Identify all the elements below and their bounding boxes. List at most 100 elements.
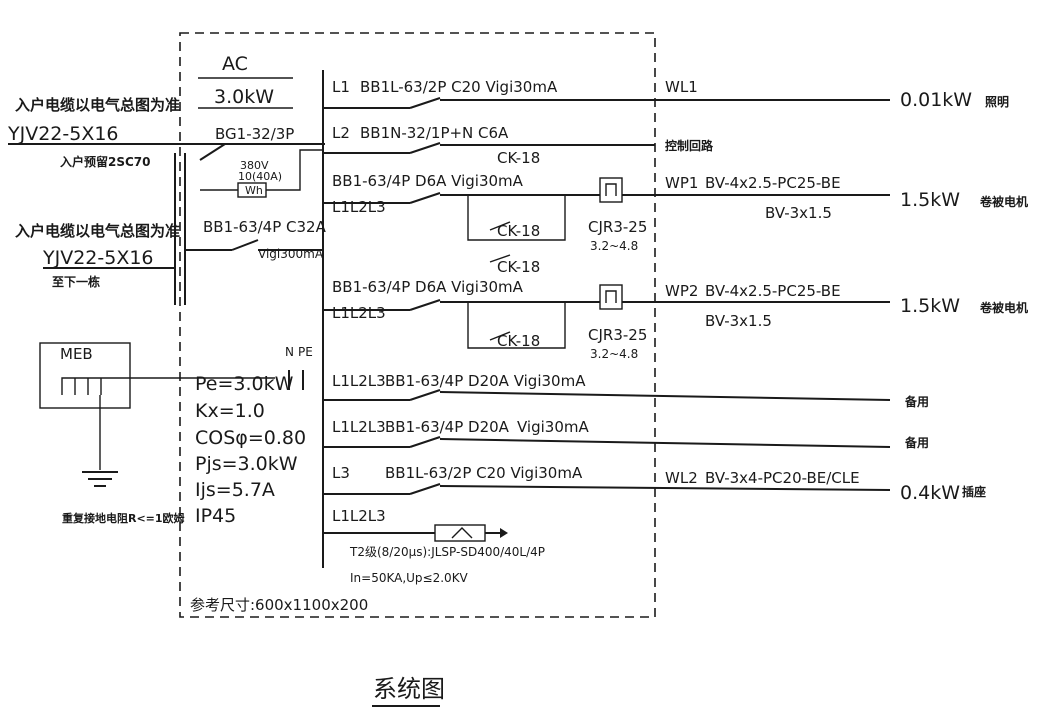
circuit-breaker: BB1L-63/2P C20 Vigi30mA (360, 78, 558, 96)
incoming-conduit: 入户预留2SC70 (60, 154, 151, 169)
spd-spec: T2级(8/20μs):JLSP-SD400/40L/4P (349, 545, 545, 559)
circuit-phase: L1L2L3 (332, 372, 386, 390)
circuit-use: 备用 (904, 435, 929, 450)
circuit-breaker: BB1-63/4P D20A Vigi30mA (385, 372, 586, 390)
circuit-use: 备用 (904, 394, 929, 409)
control-loop (467, 195, 566, 241)
circuit-rcd: Vigi30mA (517, 418, 589, 436)
circuit-spare-2: L1L2L3 BB1-63/4P D20A Vigi30mA 备用 (323, 418, 929, 450)
circuit-id: WP1 (665, 174, 698, 192)
contactor-blade-2 (489, 254, 511, 263)
incoming-note-2: 入户电缆以电气总图为准 (15, 222, 180, 240)
contactor-blade-1 (489, 221, 511, 231)
thermal-relay-element (605, 290, 617, 303)
rcd-breaker-label: BB1-63/4P C32A (203, 218, 327, 236)
main-breaker-label: BG1-32/3P (215, 125, 294, 143)
circuit-load: 0.01kW (900, 89, 972, 111)
circuit-contactor: CK-18 (497, 149, 540, 167)
circuit-blade (409, 142, 441, 154)
thermal-relay (599, 284, 623, 310)
param-ijs: Ijs=5.7A (195, 479, 275, 501)
circuit-load: 0.4kW (900, 482, 960, 504)
circuit-phase: L1L2L3 (332, 418, 386, 436)
circuit-blade (409, 299, 441, 311)
circuit-phase: L2 (332, 124, 350, 142)
spd-params: In=50KA,Up≤2.0KV (350, 571, 469, 585)
circuit-id: WL1 (665, 78, 698, 96)
circuit-phase: L3 (332, 464, 350, 482)
param-cos: COSφ=0.80 (195, 427, 306, 449)
page-title: 系统图 (373, 675, 445, 703)
relay-range: 3.2~4.8 (590, 347, 638, 361)
ac-label: AC (222, 53, 248, 75)
arrow-icon (500, 528, 508, 538)
circuit-id: WL2 (665, 469, 698, 487)
param-kx: Kx=1.0 (195, 400, 265, 422)
meter-symbol: Wh (245, 184, 263, 197)
relay-model: CJR3-25 (588, 218, 647, 236)
circuit-spd: L1L2L3 T2级(8/20μs):JLSP-SD400/40L/4P In=… (323, 507, 545, 585)
circuit-phase: L1L2L3 (332, 198, 386, 216)
n-label: N (285, 345, 294, 359)
contactor-1: CK-18 (497, 332, 540, 350)
circuit-blade (409, 436, 441, 448)
meb-bar (61, 377, 115, 395)
circuit-wl2: L3 BB1L-63/2P C20 Vigi30mA WL2 BV-3x4-PC… (323, 464, 986, 504)
param-pjs: Pjs=3.0kW (195, 453, 298, 475)
thermal-relay-element (605, 183, 617, 196)
relay-range: 3.2~4.8 (590, 239, 638, 253)
circuit-line-out (439, 438, 891, 448)
meb-label: MEB (60, 345, 93, 363)
circuit-blade (409, 389, 441, 401)
circuit-breaker: BB1-63/4P D6A Vigi30mA (332, 278, 524, 296)
to-next-building: 至下一栋 (52, 274, 100, 289)
circuit-wp2: BB1-63/4P D6A Vigi30mA L1L2L3 CK-18 CJR3… (323, 278, 1028, 361)
param-pe: Pe=3.0kW (195, 373, 294, 395)
circuit-control: L2 BB1N-32/1P+N C6A CK-18 控制回路 (323, 124, 714, 167)
circuit-cable-2: BV-3x1.5 (765, 204, 832, 222)
meter-lead-right (266, 149, 323, 191)
circuit-blade (409, 97, 441, 109)
circuit-phase: L1L2L3 (332, 507, 386, 525)
meter-voltage: 380V (240, 159, 269, 172)
surge-symbol (451, 527, 473, 539)
circuit-breaker: BB1L-63/2P C20 Vigi30mA (385, 464, 583, 482)
circuit-wp1: BB1-63/4P D6A Vigi30mA L1L2L3 CK-18 CK-1… (323, 172, 1028, 276)
panel-enclosure (179, 32, 656, 618)
relay-model: CJR3-25 (588, 326, 647, 344)
circuit-use: 卷被电机 (979, 300, 1028, 315)
circuit-id: WP2 (665, 282, 698, 300)
circuit-blade (409, 192, 441, 204)
incoming-cable-1: YJV22-5X16 (7, 123, 119, 145)
rcd-blade (231, 239, 259, 251)
param-ip: IP45 (195, 505, 236, 527)
circuit-cable: BV-3x4-PC20-BE/CLE (705, 469, 860, 487)
circuit-cable: BV-4x2.5-PC25-BE (705, 174, 841, 192)
contactor-2: CK-18 (497, 258, 540, 276)
incoming-cable-2: YJV22-5X16 (42, 247, 154, 269)
circuit-breaker: BB1-63/4P D6A Vigi30mA (332, 172, 524, 190)
circuit-phase: L1L2L3 (332, 304, 386, 322)
circuit-use: 卷被电机 (979, 194, 1028, 209)
reference-size: 参考尺寸:600x1100x200 (190, 596, 368, 614)
rcd-sensitivity: Vigi300mA (258, 247, 324, 261)
grounding-note: 重复接地电阻R<=1欧姆 (62, 511, 185, 525)
circuit-cable-2: BV-3x1.5 (705, 312, 772, 330)
circuit-breaker: BB1-63/4P D20A (385, 418, 510, 436)
contactor-blade (489, 331, 511, 341)
thermal-relay (599, 177, 623, 203)
panel-power: 3.0kW (214, 86, 274, 108)
circuit-load: 1.5kW (900, 295, 960, 317)
contactor-1: CK-18 (497, 222, 540, 240)
main-breaker-blade (199, 143, 226, 161)
circuit-load: 1.5kW (900, 189, 960, 211)
circuit-blade (409, 483, 441, 495)
surge-protector (434, 524, 486, 542)
circuit-use: 照明 (985, 94, 1009, 109)
pe-label: PE (298, 345, 313, 359)
circuit-line-out (439, 391, 891, 401)
circuit-cable: BV-4x2.5-PC25-BE (705, 282, 841, 300)
circuit-breaker: BB1N-32/1P+N C6A (360, 124, 509, 142)
circuit-use: 插座 (962, 484, 986, 499)
